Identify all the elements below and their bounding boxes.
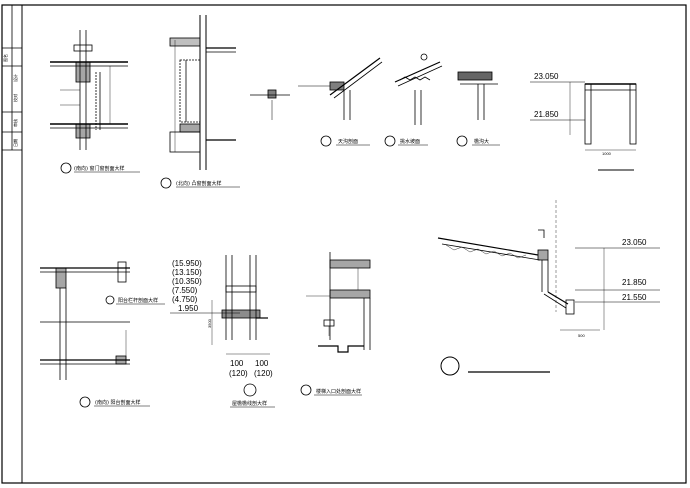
title-label-4: 审核 xyxy=(12,119,18,127)
detail-8-dim-4: (120) xyxy=(254,369,273,378)
detail-6-level-bottom: 21.850 xyxy=(534,110,559,119)
detail-8-corner-window: (15.950) (13.150) (10.350) (7.550) (4.75… xyxy=(170,255,275,408)
detail-6-level-top: 23.050 xyxy=(534,72,559,81)
detail-8-dim-2: 100 xyxy=(255,359,269,368)
detail-5-roof-gutter: 檐沟大 xyxy=(456,71,500,147)
title-label-2: 设计 xyxy=(12,74,18,82)
detail-10-dim: 500 xyxy=(578,333,585,338)
detail-6-dim: 1000 xyxy=(602,151,612,156)
title-block: 图名 设计 校对 审核 日期 xyxy=(2,54,18,147)
detail-6-parapet: 23.050 21.850 1000 xyxy=(530,72,637,171)
detail-8-level-2: (13.150) xyxy=(172,268,202,277)
detail-10-level-3: 21.550 xyxy=(622,293,647,302)
detail-5-caption: 檐沟大 xyxy=(474,138,489,145)
detail-8-dim-3: (120) xyxy=(229,369,248,378)
detail-small-symbol xyxy=(250,89,290,120)
title-label-3: 校对 xyxy=(12,94,18,102)
detail-2-caption: (北向) 凸窗剖面大样 xyxy=(176,180,222,187)
detail-8-dim-1: 100 xyxy=(230,359,244,368)
detail-8-level-4: (7.550) xyxy=(172,286,198,295)
detail-8-caption: 屋檐檐线剖大样 xyxy=(232,400,267,407)
detail-7-caption-top: 阳台栏杆剖面大样 xyxy=(118,297,158,304)
detail-10-canopy: 23.050 21.850 21.550 500 xyxy=(437,200,660,376)
detail-10-level-2: 21.850 xyxy=(622,278,647,287)
detail-8-level-5: (4.750) xyxy=(172,295,198,304)
detail-4-caption: 挑水坡面 xyxy=(400,138,420,145)
detail-1-caption: (南向) 窗门窗剖面大样 xyxy=(74,165,125,172)
detail-1-window-section: (南向) 窗门窗剖面大样 xyxy=(50,30,140,174)
detail-10-level-1: 23.050 xyxy=(622,238,647,247)
detail-9-stair-entrance: 楼梯入口处剖面大样 xyxy=(300,252,371,396)
detail-4-eave-slope: 挑水坡面 xyxy=(384,53,443,147)
detail-8-dim-vertical: 3500 xyxy=(207,318,212,328)
detail-7-balcony: 阳台栏杆剖面大样 (南向) 阳台剖面大样 xyxy=(40,261,165,408)
detail-8-level-1: (15.950) xyxy=(172,259,202,268)
sheet-frame xyxy=(1,4,687,484)
title-label-5: 日期 xyxy=(12,139,18,147)
detail-8-level-3: (10.350) xyxy=(172,277,202,286)
title-label-1: 图名 xyxy=(2,54,8,62)
detail-3-gutter: 天沟剖面 xyxy=(298,57,383,147)
detail-7-caption-bottom: (南向) 阳台剖面大样 xyxy=(95,399,141,406)
detail-9-caption: 楼梯入口处剖面大样 xyxy=(316,388,361,395)
detail-8-level-6: 1.950 xyxy=(178,304,199,313)
detail-2-bay-window-section: (北向) 凸窗剖面大样 xyxy=(160,15,240,189)
detail-3-caption: 天沟剖面 xyxy=(338,138,358,145)
